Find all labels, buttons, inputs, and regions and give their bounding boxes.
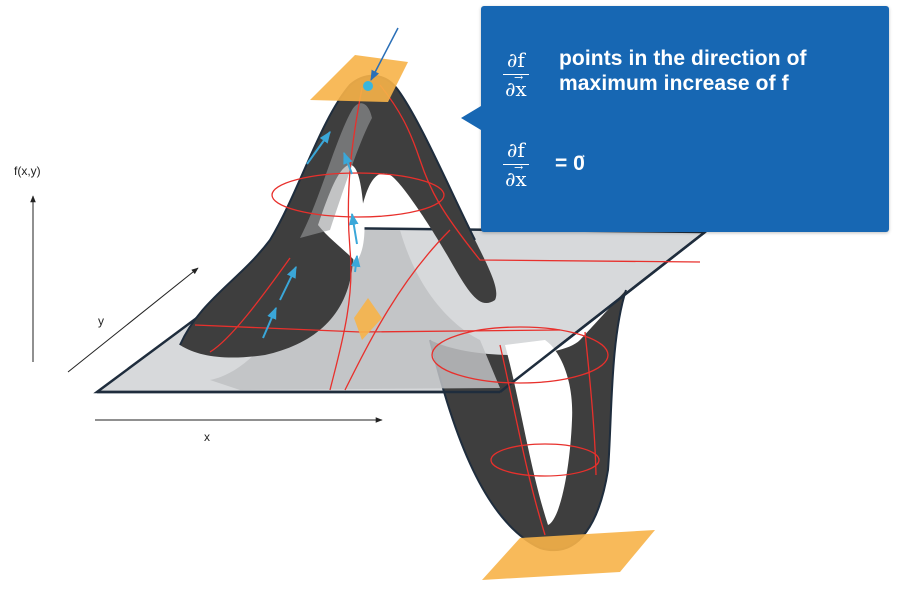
peak-pointer-arrow	[370, 27, 399, 81]
plane-right-edge	[499, 231, 706, 393]
y-axis-label: y	[98, 314, 104, 328]
valley-contour-lower	[490, 443, 600, 477]
gradient-callout: ∂f → ∂x points in the direction of maxim…	[461, 6, 889, 232]
gradient-arrow-3	[349, 212, 359, 245]
critical-point-condition: = → 0	[555, 147, 588, 176]
gradient-arrow-5	[279, 265, 297, 301]
valley-meridian-right	[584, 331, 597, 476]
y-axis-arrow	[67, 267, 199, 373]
tangent-plane-valley	[482, 530, 655, 580]
tangent-plane-peak	[310, 55, 408, 102]
zero-vector-arrow: →	[575, 147, 588, 161]
gradient-fraction-bottom: ∂f → ∂x	[503, 140, 529, 189]
hill-contour-lower	[209, 257, 291, 353]
fraction-denominator: → ∂x	[505, 71, 527, 101]
gradient-arrow-1	[306, 131, 331, 165]
gradient-arrow-4	[350, 254, 361, 273]
hill-meridian-right	[379, 84, 701, 263]
valley-contour-upper	[431, 326, 609, 384]
gradient-arrows	[262, 131, 361, 339]
equals-sign: =	[555, 152, 568, 175]
fraction-denominator-2: → ∂x	[505, 161, 527, 191]
statement-emphasis-f: f	[781, 72, 789, 95]
fraction-numerator-2: ∂f	[503, 140, 529, 165]
gradient-arrow-2	[343, 151, 353, 175]
hill-inner-highlight	[318, 164, 365, 262]
statement-line-1: points in the direction of	[559, 47, 807, 70]
stationary-point-peak	[363, 81, 373, 91]
z-axis-label: f(x,y)	[14, 164, 41, 178]
plane-gridline-diag	[344, 229, 451, 391]
zero-vector: → 0	[573, 147, 588, 175]
vector-arrow-mark-2: →	[514, 161, 524, 174]
valley-meridian	[499, 344, 546, 536]
gradient-arrow-6	[262, 306, 277, 339]
contour-lines	[194, 84, 701, 536]
tangent-plane-saddle	[354, 298, 382, 340]
gradient-statement: points in the direction of maximum incre…	[559, 46, 807, 96]
x-axis-label: x	[204, 430, 210, 444]
valley-inner-highlight	[505, 340, 573, 525]
fraction-numerator: ∂f	[503, 50, 529, 75]
vector-arrow-mark: →	[514, 71, 524, 84]
gradient-fraction-top: ∂f → ∂x	[503, 50, 529, 99]
hill-meridian	[329, 87, 363, 391]
statement-line-2: maximum increase of f	[559, 72, 789, 95]
callout-pointer	[461, 106, 481, 130]
